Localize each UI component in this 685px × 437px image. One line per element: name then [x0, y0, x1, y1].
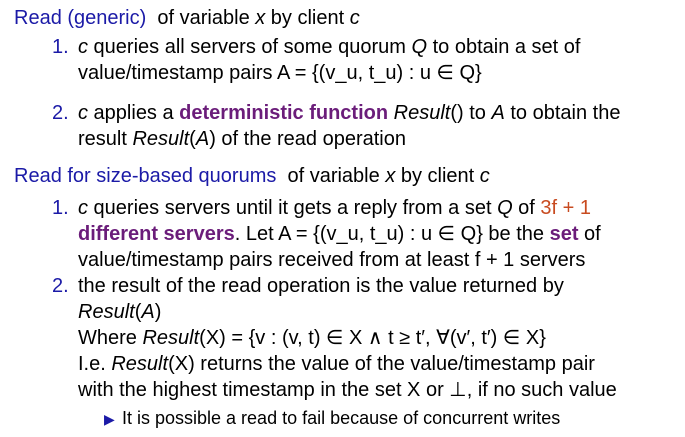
s1-item2-l2-A: A	[195, 128, 210, 150]
section2-client: c	[479, 165, 490, 187]
s2-item2-line2: Result(A)	[78, 300, 161, 324]
s2-item2-line1: 2. the result of the read operation is th…	[52, 274, 564, 298]
s1-item2-result-fn: Result	[388, 102, 451, 124]
s1-item2-line1: 2. c applies a deterministic function Res…	[52, 101, 620, 125]
s1-item2-l2-paren: (	[189, 128, 196, 150]
s1-item2-number: 2.	[52, 102, 69, 124]
s1-item2-l2-tail: ) of the read operation	[209, 128, 406, 150]
s2-item1-line1: 1. c queries servers until it gets a repl…	[52, 196, 591, 220]
s1-item1-text-a: queries all servers of some quorum	[88, 36, 412, 58]
sub-bullet: ▶ It is possible a read to fail because o…	[104, 406, 560, 431]
s2-item2-paren-close: )	[154, 301, 162, 323]
section2-lead: Read for size-based quorums	[14, 165, 277, 187]
s2-item2-where: Where	[78, 327, 143, 349]
s2-item1-different-servers: different servers	[78, 223, 235, 245]
s1-item2-A: A	[491, 102, 505, 124]
s1-item2-l2-result: Result	[132, 128, 190, 150]
s1-item1-line2: value/timestamp pairs A = {(v_u, t_u) : …	[78, 62, 482, 84]
s2-item2-where-result: Result	[142, 327, 200, 349]
s2-item2-A: A	[141, 301, 155, 323]
s1-item1-quorum: Q	[411, 36, 428, 58]
s2-item2-line5: with the highest timestamp in the set X …	[78, 379, 617, 401]
sub-bullet-text: It is possible a read to fail because of…	[122, 408, 561, 428]
section1-tail-mid: by client	[265, 7, 350, 29]
s1-item2-text-b: () to	[450, 102, 492, 124]
s2-item1-set: set	[549, 223, 579, 245]
s1-item2-text-c: to obtain the	[504, 102, 621, 124]
s2-item2-line3: Where Result(X) = {v : (v, t) ∈ X ∧ t ≥ …	[78, 326, 546, 350]
s2-item2-paren-open: (	[134, 301, 142, 323]
s2-item2-ie: I.e.	[78, 353, 112, 375]
section2-tail-mid: by client	[395, 165, 480, 187]
section1-client: c	[349, 7, 360, 29]
section1-heading: Read (generic) of variable x by client c	[14, 6, 360, 30]
s1-item2-text-a: applies a	[88, 102, 180, 124]
section2-tail-pre: of variable	[276, 165, 386, 187]
s1-item1-number: 1.	[52, 36, 69, 58]
s2-item2-ie-result: Result	[111, 353, 169, 375]
section1-var: x	[255, 7, 266, 29]
triangle-bullet-icon: ▶	[104, 411, 115, 427]
s2-item1-count: 3f + 1	[540, 197, 592, 219]
s1-item1-line1: 1. c queries all servers of some quorum Q…	[52, 35, 580, 59]
s2-item1-line2: different servers. Let A = {(v_u, t_u) :…	[78, 222, 601, 246]
s2-item2-number: 2.	[52, 275, 69, 297]
s1-item2-deterministic: deterministic function	[179, 102, 389, 124]
s2-item2-result: Result	[78, 301, 135, 323]
s2-item1-l2-b: . Let A = {(v_u, t_u) : u ∈ Q} be the	[234, 223, 550, 245]
s2-item1-text-a: queries servers until it gets a reply fr…	[88, 197, 498, 219]
s2-item1-Q: Q	[497, 197, 513, 219]
s1-item2-l2-a: result	[78, 128, 133, 150]
s1-item1-text-b: to obtain a set of	[427, 36, 581, 58]
section2-heading: Read for size-based quorums of variable …	[14, 164, 490, 188]
s2-item1-client: c	[78, 197, 88, 219]
s2-item1-line3: value/timestamp pairs received from at l…	[78, 249, 586, 271]
s2-item1-l2-d: of	[578, 223, 601, 245]
s2-item2-ie-tail: (X) returns the value of the value/times…	[168, 353, 595, 375]
s2-item2-l1: the result of the read operation is the …	[78, 275, 564, 297]
s1-item2-client: c	[78, 102, 88, 124]
section2-var: x	[385, 165, 396, 187]
s2-item2-formula: (X) = {v : (v, t) ∈ X ∧ t ≥ t′, ∀(v′, t′…	[199, 327, 546, 349]
s2-item2-line4: I.e. Result(X) returns the value of the …	[78, 352, 595, 376]
section1-lead: Read (generic)	[14, 7, 147, 29]
s2-item1-text-b: of	[512, 197, 541, 219]
s2-item1-number: 1.	[52, 197, 69, 219]
s1-item2-line2: result Result(A) of the read operation	[78, 127, 406, 151]
section1-tail-pre: of variable	[146, 7, 256, 29]
s1-item1-client: c	[78, 36, 88, 58]
